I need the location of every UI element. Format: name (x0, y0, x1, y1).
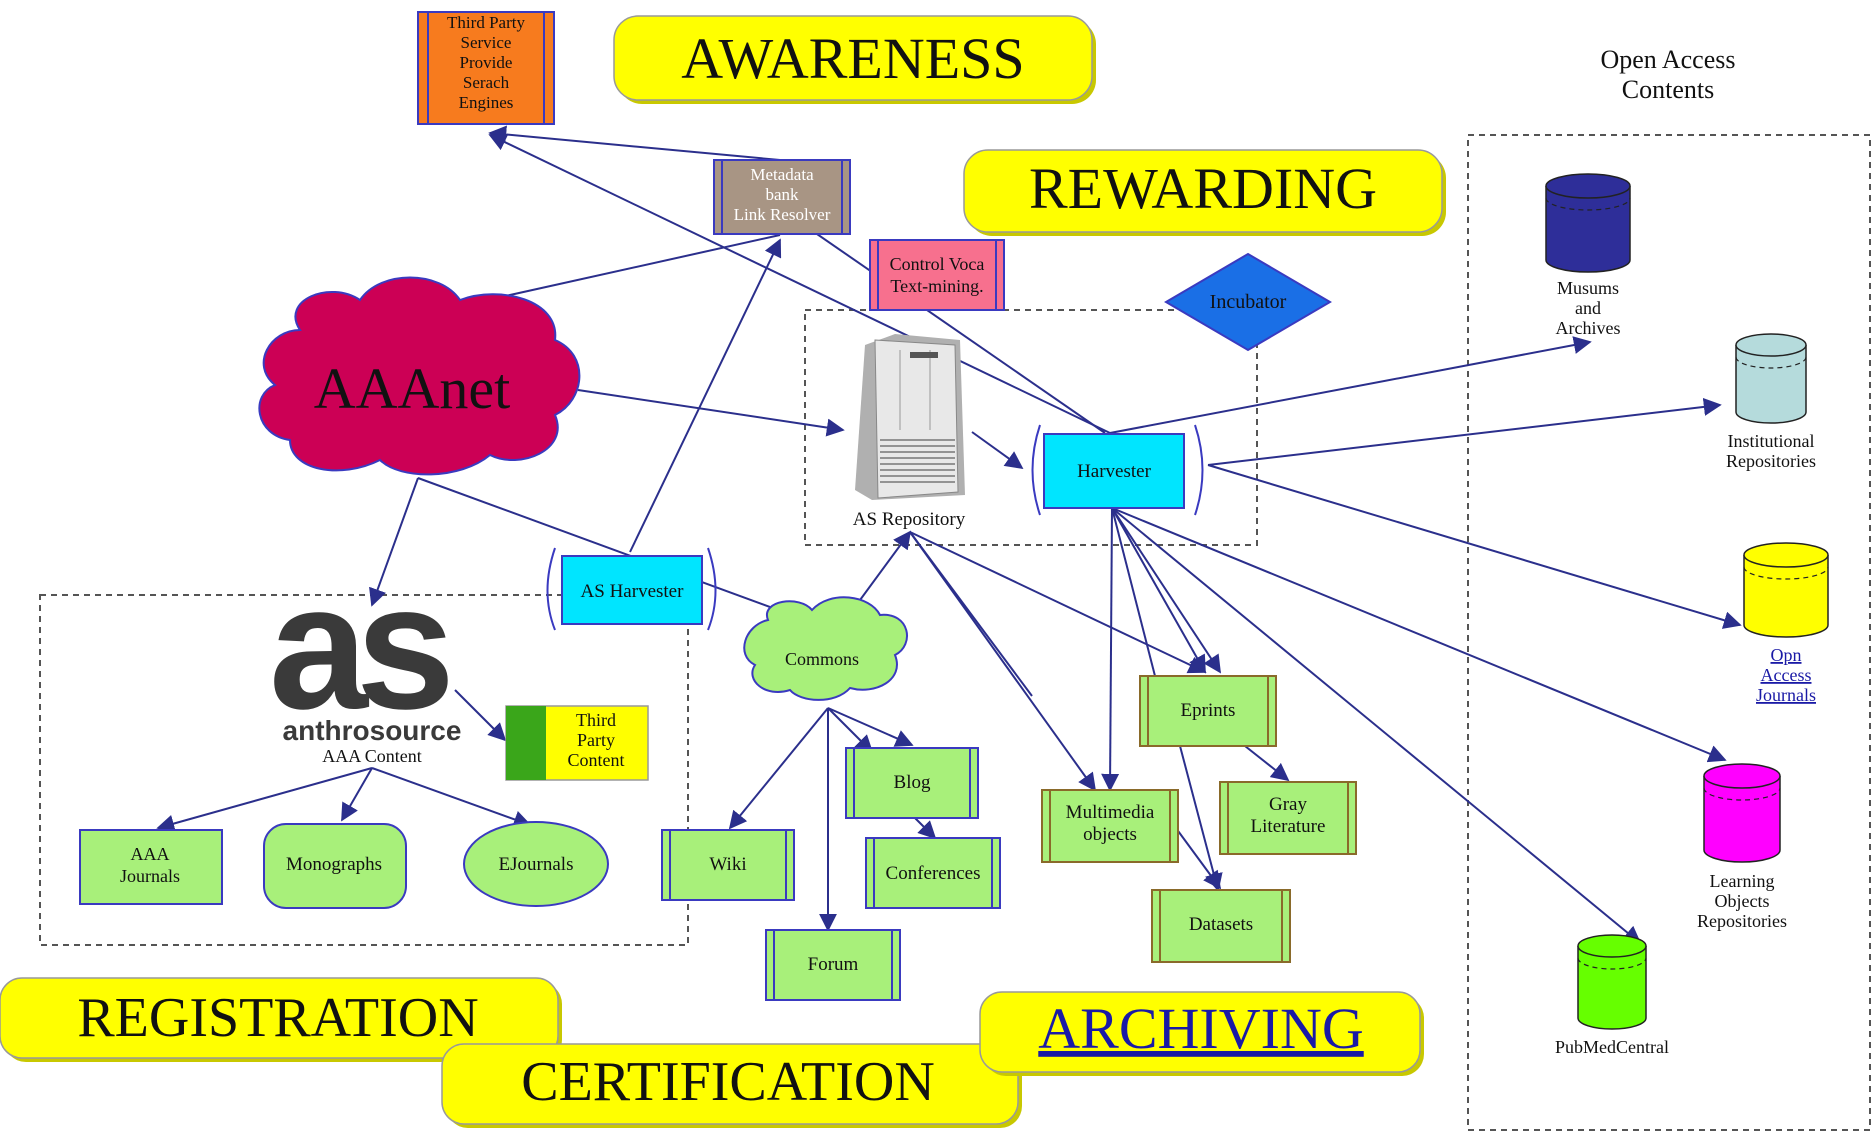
learning-objects-cylinder: Learning Objects Repositories (1697, 763, 1787, 931)
registration-label: REGISTRATION (77, 987, 478, 1049)
forum-label: Forum (808, 954, 859, 975)
multimedia-objects-node: Multimedia objects (1041, 789, 1179, 863)
as-harvester-label: AS Harvester (581, 581, 685, 602)
datasets-node: Datasets (1151, 889, 1291, 963)
incubator-node: Incubator (1164, 252, 1332, 352)
oa-journals-link-line-1[interactable]: Opn (1771, 645, 1802, 665)
conferences-label: Conferences (886, 863, 981, 884)
open-access-title: Open Access Contents (1600, 45, 1735, 104)
aaanet-node: AAAnet (258, 276, 581, 476)
oa-journals-link-line-3[interactable]: Journals (1756, 685, 1816, 705)
aaa-journals-line-2: Journals (120, 866, 180, 886)
certification-label: CERTIFICATION (521, 1051, 935, 1113)
wiki-node: Wiki (661, 829, 795, 901)
control-voca-line-2: Text-mining. (890, 276, 983, 296)
datasets-label: Datasets (1189, 914, 1253, 935)
gray-literature-line-2: Literature (1251, 816, 1326, 837)
repository-group (804, 309, 1258, 546)
institutional-line-2: Repositories (1726, 451, 1816, 471)
harvester-label: Harvester (1077, 461, 1152, 482)
oa-journals-link-line-2[interactable]: Access (1761, 665, 1812, 685)
anthrosource-logo-mark: as (269, 547, 448, 746)
commons-label: Commons (785, 649, 859, 669)
metadata-bank-line-2: bank (765, 185, 799, 204)
third-party-service-node: Third Party Service Provide Serach Engin… (417, 11, 555, 125)
third-party-service-line-4: Serach (463, 73, 510, 92)
oa-journals-cylinder: Opn Access Journals (1743, 542, 1829, 705)
aaa-journals-node: AAA Journals (79, 829, 223, 905)
blog-node: Blog (845, 747, 979, 819)
incubator-label: Incubator (1210, 291, 1287, 313)
awareness-banner: AWARENESS (613, 15, 1096, 104)
as-repository-label: AS Repository (853, 509, 966, 530)
anthrosource-wordmark: anthrosource (283, 715, 462, 746)
ejournals-node: EJournals (463, 821, 609, 907)
museums-cylinder: Musums and Archives (1545, 173, 1631, 338)
metadata-bank-node: Metadata bank Link Resolver (713, 159, 851, 235)
forum-node: Forum (765, 929, 901, 1001)
third-party-service-line-5: Engines (459, 93, 514, 112)
archiving-banner[interactable]: ARCHIVING (979, 991, 1424, 1076)
third-party-content-node: Third Party Content (505, 705, 649, 781)
harvester-node: Harvester (1031, 424, 1204, 516)
ejournals-label: EJournals (499, 854, 574, 875)
aaa-content-label: AAA Content (322, 746, 422, 766)
learning-objects-line-1: Learning (1710, 871, 1775, 891)
open-access-group (1467, 134, 1871, 1131)
learning-objects-line-2: Objects (1715, 891, 1770, 911)
metadata-bank-line-1: Metadata (750, 165, 814, 184)
learning-objects-line-3: Repositories (1697, 911, 1787, 931)
commons-node: Commons (743, 596, 908, 701)
third-party-content-line-1: Third (576, 710, 616, 730)
multimedia-objects-line-1: Multimedia (1066, 802, 1155, 823)
museums-line-3: Archives (1556, 318, 1621, 338)
rewarding-banner: REWARDING (963, 149, 1446, 236)
metadata-bank-line-3: Link Resolver (734, 205, 831, 224)
open-access-title-line-1: Open Access (1600, 45, 1735, 74)
open-access-title-line-2: Contents (1622, 75, 1714, 104)
institutional-line-1: Institutional (1728, 431, 1815, 451)
server-icon (855, 334, 965, 500)
control-voca-line-1: Control Voca (890, 254, 985, 274)
blog-label: Blog (894, 772, 931, 793)
pubmed-cylinder: PubMedCentral (1555, 934, 1669, 1057)
museums-line-1: Musums (1557, 278, 1619, 298)
eprints-node: Eprints (1139, 675, 1277, 747)
aaanet-label: AAAnet (314, 356, 511, 421)
as-harvester-node: AS Harvester (546, 547, 717, 631)
eprints-label: Eprints (1181, 700, 1236, 721)
control-voca-node: Control Voca Text-mining. (869, 239, 1005, 311)
third-party-service-line-1: Third Party (447, 13, 525, 32)
monographs-node: Monographs (263, 823, 407, 909)
museums-line-2: and (1575, 298, 1601, 318)
anthrosource-group (39, 594, 689, 946)
multimedia-objects-line-2: objects (1083, 824, 1137, 845)
monographs-label: Monographs (286, 854, 382, 875)
certification-banner: CERTIFICATION (441, 1043, 1022, 1128)
third-party-content-line-3: Content (568, 750, 625, 770)
edges (156, 125, 1742, 945)
third-party-service-line-2: Service (461, 33, 512, 52)
awareness-label: AWARENESS (681, 26, 1024, 91)
wiki-label: Wiki (709, 854, 746, 875)
registration-banner: REGISTRATION (0, 977, 562, 1062)
anthrosource-logo: as anthrosource AAA Content (269, 547, 461, 766)
third-party-content-line-2: Party (577, 730, 615, 750)
as-repository-node: AS Repository (853, 334, 966, 530)
rewarding-label: REWARDING (1029, 156, 1377, 221)
gray-literature-node: Gray Literature (1219, 781, 1357, 855)
institutional-cylinder: Institutional Repositories (1726, 333, 1816, 471)
pubmed-label: PubMedCentral (1555, 1037, 1669, 1057)
gray-literature-line-1: Gray (1269, 794, 1307, 815)
third-party-service-line-3: Provide (460, 53, 513, 72)
archiving-link[interactable]: ARCHIVING (1038, 996, 1363, 1061)
conferences-node: Conferences (865, 837, 1001, 909)
aaa-journals-line-1: AAA (131, 844, 170, 864)
